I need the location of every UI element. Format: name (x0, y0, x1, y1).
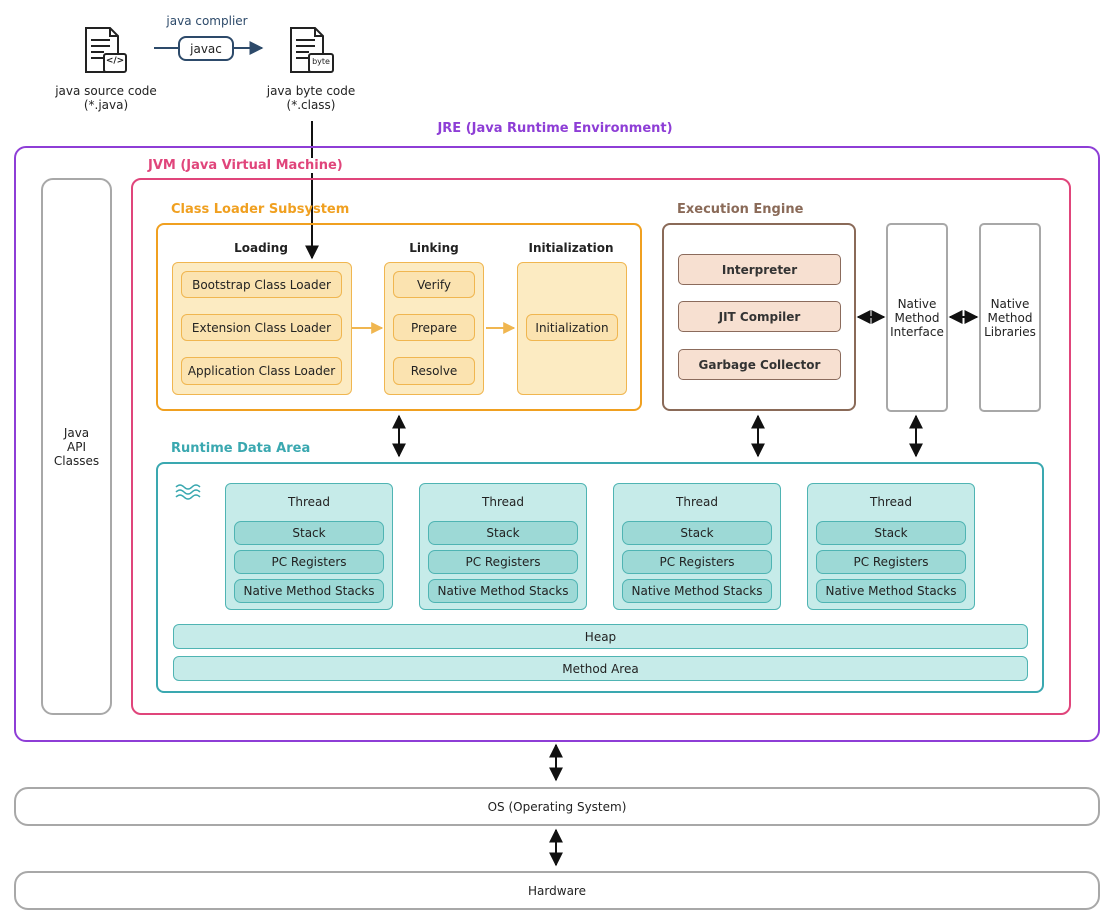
class-loader-box (156, 223, 642, 411)
application-class-loader: Application Class Loader (181, 357, 342, 385)
runtime-data-area-title: Runtime Data Area (171, 441, 311, 456)
thread-title: Thread (870, 495, 912, 509)
jre-title: JRE (Java Runtime Environment) (437, 121, 673, 136)
jit-compiler: JIT Compiler (678, 301, 841, 332)
initialization-step: Initialization (526, 314, 618, 341)
thread-stack: Stack (816, 521, 966, 545)
thread-native-method-stacks: Native Method Stacks (428, 579, 578, 603)
loading-title: Loading (234, 241, 288, 255)
native-method-libraries: Native Method Libraries (979, 223, 1041, 412)
prepare-step: Prepare (393, 314, 475, 341)
interpreter: Interpreter (678, 254, 841, 285)
jre-box (14, 146, 1100, 742)
method-area: Method Area (173, 656, 1028, 681)
jvm-box (131, 178, 1071, 715)
byte-label: java byte code (*.class) (266, 84, 356, 112)
thread-pc-registers: PC Registers (428, 550, 578, 574)
thread-stack: Stack (622, 521, 772, 545)
thread-native-method-stacks: Native Method Stacks (234, 579, 384, 603)
thread-stack: Stack (234, 521, 384, 545)
javac-box: javac (178, 36, 234, 61)
java-api-classes: Java API Classes (41, 178, 112, 715)
thread-pc-registers: PC Registers (816, 550, 966, 574)
resolve-step: Resolve (393, 357, 475, 385)
byte-glyph: byte (312, 57, 330, 66)
heap: Heap (173, 624, 1028, 649)
thread-stack: Stack (428, 521, 578, 545)
native-method-interface: Native Method Interface (886, 223, 948, 412)
thread-title: Thread (482, 495, 524, 509)
os-box: OS (Operating System) (14, 787, 1100, 826)
thread-title: Thread (676, 495, 718, 509)
verify-step: Verify (393, 271, 475, 298)
thread-native-method-stacks: Native Method Stacks (622, 579, 772, 603)
execution-engine-title: Execution Engine (677, 202, 804, 217)
jvm-title: JVM (Java Virtual Machine) (146, 158, 345, 173)
source-label: java source code (*.java) (55, 84, 157, 112)
thread-native-method-stacks: Native Method Stacks (816, 579, 966, 603)
thread-title: Thread (288, 495, 330, 509)
compiler-label: java complier (166, 14, 248, 28)
wave-icon (174, 479, 204, 503)
source-file-icon: </> (84, 26, 128, 74)
execution-engine-box (662, 223, 856, 411)
class-loader-title: Class Loader Subsystem (171, 202, 350, 217)
runtime-data-area-box (156, 462, 1044, 693)
source-code-glyph: </> (105, 56, 125, 66)
byte-file-icon: byte (289, 26, 335, 74)
thread-pc-registers: PC Registers (234, 550, 384, 574)
thread-pc-registers: PC Registers (622, 550, 772, 574)
linking-title: Linking (409, 241, 459, 255)
extension-class-loader: Extension Class Loader (181, 314, 342, 341)
initialization-title: Initialization (528, 241, 614, 255)
hardware-box: Hardware (14, 871, 1100, 910)
garbage-collector: Garbage Collector (678, 349, 841, 380)
bootstrap-class-loader: Bootstrap Class Loader (181, 271, 342, 298)
